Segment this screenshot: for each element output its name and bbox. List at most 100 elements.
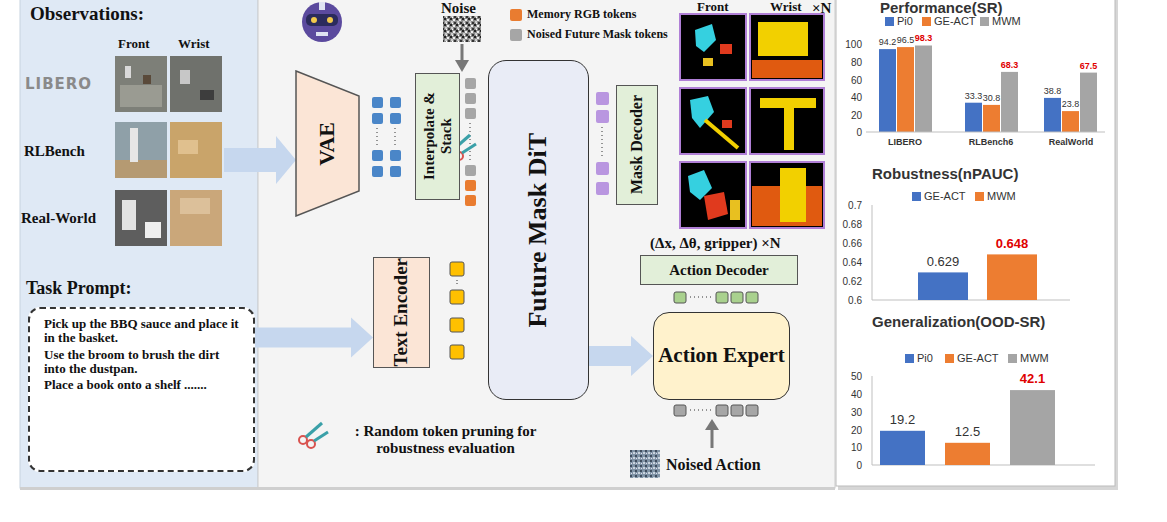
rgb-latent-tokens [390,150,401,161]
panel-backgrounds [836,0,1115,486]
text-label: RealWorld [1049,138,1093,148]
legend-item: MWM [980,15,1021,27]
predicted-masks [680,14,746,80]
panel-backgrounds [20,487,835,490]
encoder-box: Text Encoder [373,257,430,368]
stacked-tokens [465,93,476,104]
observation-images [120,85,162,107]
bar-value: 33.3 [965,92,983,102]
node-label: Action Decoder [669,262,769,279]
legend-text: Pi0 [917,352,933,364]
node-label: Mask Decoder [628,95,646,194]
legend-item: Pi0 [905,352,933,364]
generalization-bars [1010,390,1055,465]
legend-text: Pi0 [897,15,913,27]
predicted-masks [680,88,746,154]
observation-images [115,190,167,246]
predicted-masks [784,106,794,150]
legend-swatch [975,192,984,201]
bar-value: 12.5 [955,425,980,439]
legend-item: MWM [1008,352,1049,364]
action-tokens [674,292,686,303]
axis-tick: 80 [851,57,862,68]
node-label: VAE [315,122,339,166]
legend-swatch [510,9,522,21]
text-label: Observations: [30,4,144,25]
node-label: Action Expert [658,344,785,367]
legend-text: Memory RGB tokens [527,7,636,22]
observation-images [130,128,138,162]
text-label: (Δx, Δθ, gripper) ×N [650,235,781,252]
robot-icon [327,17,333,23]
transformer-block: Future Mask DiT [488,60,589,400]
prompt-line: Place a book onto a shelf ....... [44,378,243,392]
mask-tokens [596,92,609,105]
robustness-bars [987,254,1037,300]
node-label: Future Mask DiT [524,133,553,328]
robustness-bars [918,272,968,300]
observation-images [170,190,222,246]
action-tokens [731,292,743,303]
legend-item: Memory RGB tokens [510,7,636,22]
legend-item: Pi0 [885,15,913,27]
panel-backgrounds [20,0,1118,490]
bar-value: 38.8 [1044,87,1062,97]
generalization-bars [880,431,925,465]
text-label: Front [697,0,729,14]
robot-icon [316,32,328,36]
axis-tick: 0.66 [843,238,862,249]
legend-item: GE-ACT [945,352,999,364]
axis-tick: 30 [851,407,862,418]
predicted-masks [750,14,824,80]
performance-bars [983,105,1000,132]
text-label: LIBERO [25,76,92,93]
stacked-tokens [465,78,476,206]
axis-tick: 60 [851,75,862,86]
legend-swatch [912,192,921,201]
legend-swatch [980,17,989,26]
action-tokens [630,450,660,478]
performance-bars [897,47,914,132]
generalization-bars [872,376,873,465]
scissors-icon [462,144,476,153]
rgb-latent-tokens [377,128,378,146]
action-tokens [716,405,728,416]
decoder-box: Mask Decoder [616,85,658,205]
bar-value: 0.648 [996,237,1029,251]
performance-bars [866,132,1105,133]
predicted-masks [752,60,822,78]
legend-text: Noised Future Mask tokens [527,27,668,42]
stacked-tokens [465,108,476,119]
robot-icon [319,2,325,10]
robot-icon [302,2,342,42]
process-box: Interpolate & Stack [415,73,460,200]
mask-tokens [596,110,609,123]
predicted-masks [680,14,824,228]
legend-swatch [905,354,914,363]
bar-value: 67.5 [1080,62,1098,72]
scissors-icon [299,423,328,448]
input-block-arrow [224,136,296,184]
observation-images [200,90,214,100]
text-label: Noised Action [666,456,761,474]
text-label: ×N [812,0,831,17]
axis-tick: 20 [851,425,862,436]
axis-tick: 0.7 [848,200,862,211]
noise-image [443,16,481,72]
robot-icon [311,17,317,23]
legend-text: GE-ACT [957,352,999,364]
text-label: Noise [441,0,476,17]
bar-value: 94.2 [879,38,897,48]
noise-image [443,16,481,42]
text-label: RLBench [24,143,85,160]
predicted-masks [695,24,716,52]
panel-backgrounds [20,0,258,488]
robustness-bars [872,205,1070,300]
action-tokens [746,405,758,416]
performance-bars [1062,111,1079,132]
performance-bars [1001,72,1018,132]
generalization-bars [872,376,1095,465]
mask-tokens [596,182,609,195]
expert-box: Action Expert [653,312,790,400]
